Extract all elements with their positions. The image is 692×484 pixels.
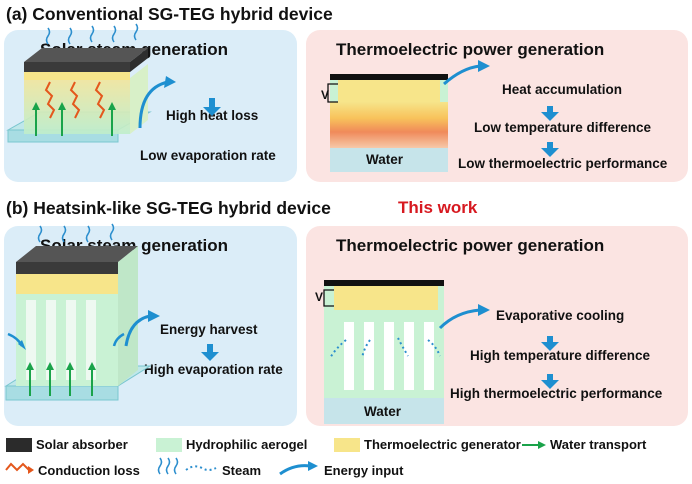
panel-a-low-evaporation: Low evaporation rate	[140, 148, 276, 163]
panel-a-conduction-arrows	[44, 81, 106, 119]
legend-water-transport-icon	[522, 441, 546, 449]
legend-solar-absorber-swatch	[6, 438, 32, 452]
panel-a-energy-arrow	[138, 80, 169, 129]
legend-conduction-loss-icon	[5, 462, 34, 474]
legend-conduction-loss: Conduction loss	[38, 463, 140, 478]
panel-a-voltage-label: V	[321, 88, 330, 102]
legend-thermoelectric-generator: Thermoelectric generator	[364, 437, 521, 452]
legend-water-transport: Water transport	[550, 437, 647, 452]
legend-energy-input: Energy input	[324, 463, 404, 478]
panel-a-teg-title: Thermoelectric power generation	[336, 40, 605, 59]
panel-b-water-label: Water	[364, 404, 402, 419]
panel-b-voltage-label: V	[315, 290, 324, 304]
panel-a-steam-icons	[45, 23, 139, 45]
panel-a-device-block	[24, 48, 148, 134]
panel-b-teg-title: Thermoelectric power generation	[336, 236, 605, 255]
panel-a-water-arrows	[32, 102, 116, 136]
legend-teg-swatch	[334, 438, 360, 452]
panel-b-high-te-performance: High thermoelectric performance	[450, 386, 663, 401]
legend-hydrophilic-aerogel: Hydrophilic aerogel	[186, 437, 308, 452]
panel-b-high-evaporation: High evaporation rate	[144, 362, 283, 377]
panel-a-heat-accumulation: Heat accumulation	[502, 82, 623, 97]
legend-steam: Steam	[222, 463, 262, 478]
panel-a-left-down-arrow	[203, 98, 221, 116]
panel-a-title: (a) Conventional SG-TEG hybrid device	[6, 4, 333, 24]
legend-steam-icon	[157, 457, 217, 475]
panel-b-evaporative-cooling: Evaporative cooling	[496, 308, 625, 323]
this-work-label: This work	[398, 198, 478, 217]
legend-energy-input-icon	[279, 461, 318, 476]
panel-b-high-temp-diff: High temperature difference	[470, 348, 651, 363]
legend-solar-absorber: Solar absorber	[36, 437, 128, 452]
legend-aerogel-swatch	[156, 438, 182, 452]
panel-b-title: (b) Heatsink-like SG-TEG hybrid device	[6, 198, 331, 218]
panel-b-energy-harvest: Energy harvest	[160, 322, 258, 337]
panel-a-water-label: Water	[366, 152, 404, 167]
panel-a-low-temp-diff: Low temperature difference	[474, 120, 652, 135]
panel-a-low-te-performance: Low thermoelectric performance	[458, 156, 668, 171]
